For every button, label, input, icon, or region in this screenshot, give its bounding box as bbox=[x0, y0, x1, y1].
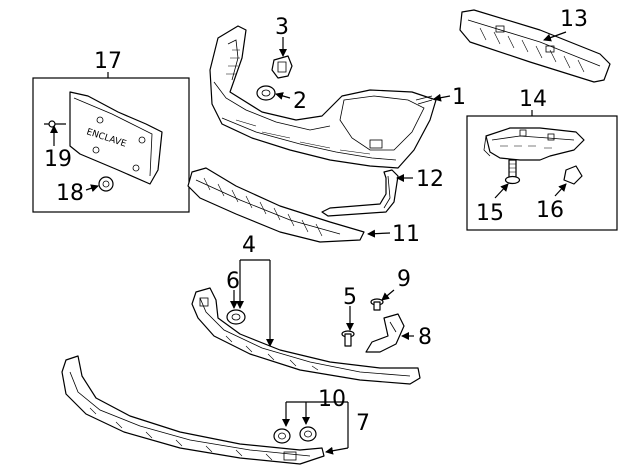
callout-6: 6 bbox=[226, 269, 240, 294]
callout-9: 9 bbox=[397, 267, 411, 292]
bumper-cover bbox=[209, 25, 437, 169]
bracket-14 bbox=[483, 127, 585, 161]
callout-16: 16 bbox=[536, 198, 564, 223]
retainer-clip-3 bbox=[271, 55, 293, 79]
push-pin-2 bbox=[256, 85, 276, 101]
energy-absorber bbox=[459, 9, 611, 83]
screw-19 bbox=[44, 120, 66, 128]
clips-10 bbox=[273, 426, 317, 444]
lower-valance-7 bbox=[61, 355, 325, 465]
nut-18 bbox=[98, 176, 114, 192]
callout-10: 10 bbox=[318, 387, 346, 412]
molding-12 bbox=[321, 169, 399, 217]
callout-3: 3 bbox=[275, 15, 289, 40]
lower-grille bbox=[187, 167, 365, 243]
bracket-8 bbox=[365, 313, 405, 353]
callout-18: 18 bbox=[56, 181, 84, 206]
clip-16 bbox=[563, 165, 583, 185]
leader-lines bbox=[50, 31, 567, 455]
part-17-box bbox=[32, 77, 190, 213]
callout-15: 15 bbox=[476, 201, 504, 226]
callout-13: 13 bbox=[560, 7, 588, 32]
callout-11: 11 bbox=[392, 222, 420, 247]
license-plate-bracket: ENCLAVE bbox=[69, 91, 163, 185]
callout-4: 4 bbox=[242, 233, 256, 258]
callout-2: 2 bbox=[293, 89, 307, 114]
bolt-15 bbox=[504, 159, 521, 185]
callout-14: 14 bbox=[519, 87, 547, 112]
callout-17: 17 bbox=[94, 49, 122, 74]
callout-12: 12 bbox=[416, 167, 444, 192]
lower-bumper-4 bbox=[191, 287, 421, 385]
callout-8: 8 bbox=[418, 325, 432, 350]
callout-5: 5 bbox=[343, 285, 357, 310]
callout-labels: 1 2 3 4 5 6 7 8 9 10 11 12 13 14 15 16 1… bbox=[44, 7, 588, 436]
callout-7: 7 bbox=[356, 411, 370, 436]
callout-19: 19 bbox=[44, 147, 72, 172]
part-14-box bbox=[466, 115, 618, 231]
pin-6 bbox=[226, 309, 246, 325]
bolt-5 bbox=[341, 330, 355, 347]
screw-9 bbox=[370, 298, 384, 311]
callout-1: 1 bbox=[452, 85, 466, 110]
